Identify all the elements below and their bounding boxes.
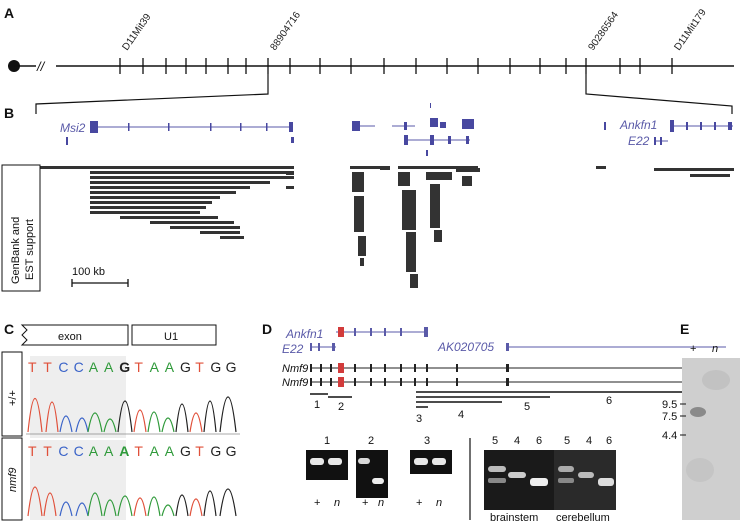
blot-band (690, 407, 706, 417)
size-9-5: 9.5 (662, 399, 677, 411)
panel-b-label: B (4, 105, 14, 121)
amplicon-5: 5 (524, 401, 530, 413)
amplicon-2: 2 (338, 401, 344, 413)
support-label-line2: EST support (24, 219, 36, 280)
mut-base-8: A (150, 443, 160, 459)
panel-a-label: A (4, 5, 14, 21)
wt-base-6: G (119, 359, 130, 375)
gel-1-title: 1 (324, 435, 330, 447)
mut-base-3: C (74, 443, 84, 459)
mut-base-12: G (210, 443, 221, 459)
amplicon-1: 1 (314, 399, 320, 411)
mut-base-4: A (89, 443, 99, 459)
d-gene-models (310, 327, 726, 351)
wt-base-11: T (195, 359, 204, 375)
est-support-tracks (40, 166, 734, 288)
size-7-5: 7.5 (662, 411, 677, 423)
wt-base-12: G (210, 359, 221, 375)
mut-base-9: A (165, 443, 175, 459)
mut-base-7: T (134, 443, 143, 459)
transcript-1-label: Nmf9 (282, 363, 308, 375)
genome-browser-tracks: Msi2 Ankfn1 E22 (40, 103, 734, 288)
u1-label: U1 (164, 331, 178, 343)
scale-bar-label: 100 kb (72, 266, 105, 278)
lane-plus-3: + (416, 497, 422, 509)
blot-lane-plus: + (690, 343, 696, 355)
d-gene-ak020705: AK020705 (437, 340, 494, 354)
amplicon-3: 3 (416, 413, 422, 425)
d-gene-ankfn1: Ankfn1 (285, 327, 323, 341)
genotype-mut-label: nmf9 (7, 468, 19, 492)
mut-base-2: C (58, 443, 68, 459)
mut-base-6: A (119, 443, 129, 459)
genotype-wt-label: +/+ (7, 390, 19, 406)
wt-base-4: A (89, 359, 99, 375)
mut-base-1: T (43, 443, 52, 459)
exon-label: exon (58, 331, 82, 343)
d-gene-e22: E22 (282, 342, 304, 356)
mut-base-10: G (180, 443, 191, 459)
panel-d-label: D (262, 321, 272, 337)
amplicon-4: 4 (458, 409, 464, 421)
marker-90286564: 90286564 (586, 10, 621, 53)
panel-e-label: E (680, 321, 689, 337)
blot-lane-n: n (712, 343, 718, 355)
amplicon-6: 6 (606, 395, 612, 407)
mut-base-0: T (28, 443, 37, 459)
tissue-brainstem: brainstem (490, 512, 538, 522)
gene-ankfn1: Ankfn1 (619, 118, 657, 132)
gel-lane-4b: 4 (586, 435, 592, 447)
wt-base-5: A (104, 359, 114, 375)
d-transcript-models (310, 363, 726, 387)
gel-images-right (484, 450, 616, 510)
marker-d11mit39: D11Mit39 (120, 12, 153, 53)
lane-n-3: n (436, 497, 442, 509)
support-label-line1: GenBank and (10, 217, 22, 284)
tissue-cerebellum: cerebellum (556, 512, 610, 522)
lane-n-1: n (334, 497, 340, 509)
size-4-4: 4.4 (662, 430, 677, 442)
mut-base-5: A (104, 443, 114, 459)
wt-base-1: T (43, 359, 52, 375)
gene-e22: E22 (628, 134, 650, 148)
marker-88904716: 88904716 (268, 10, 303, 53)
lane-plus-1: + (314, 497, 320, 509)
panel-c-label: C (4, 321, 14, 337)
wt-base-0: T (28, 359, 37, 375)
marker-d11mit179: D11Mit179 (672, 7, 709, 53)
axis-break: // (36, 59, 46, 74)
gel-3-title: 3 (424, 435, 430, 447)
gel-lane-6b: 6 (606, 435, 612, 447)
lane-n-2: n (378, 497, 384, 509)
d-amplicons (310, 392, 720, 407)
wt-base-13: G (226, 359, 237, 375)
wt-base-9: A (165, 359, 175, 375)
wt-base-7: T (134, 359, 143, 375)
transcript-2-label: Nmf9 (282, 377, 308, 389)
gel-images-left (306, 450, 452, 498)
mut-base-13: G (226, 443, 237, 459)
gene-msi2: Msi2 (60, 121, 86, 135)
gel-2-title: 2 (368, 435, 374, 447)
gel-lane-6a: 6 (536, 435, 542, 447)
lane-plus-2: + (362, 497, 368, 509)
mut-base-11: T (195, 443, 204, 459)
wt-base-10: G (180, 359, 191, 375)
gel-lane-4a: 4 (514, 435, 520, 447)
wt-base-3: C (74, 359, 84, 375)
wt-base-8: A (150, 359, 160, 375)
chromosome-map: // D11Mit39 88904716 90286564 D11Mit179 (8, 7, 734, 114)
gel-lane-5b: 5 (564, 435, 570, 447)
sequence-header: exon U1 (22, 325, 216, 345)
gel-lane-5a: 5 (492, 435, 498, 447)
wt-base-2: C (58, 359, 68, 375)
